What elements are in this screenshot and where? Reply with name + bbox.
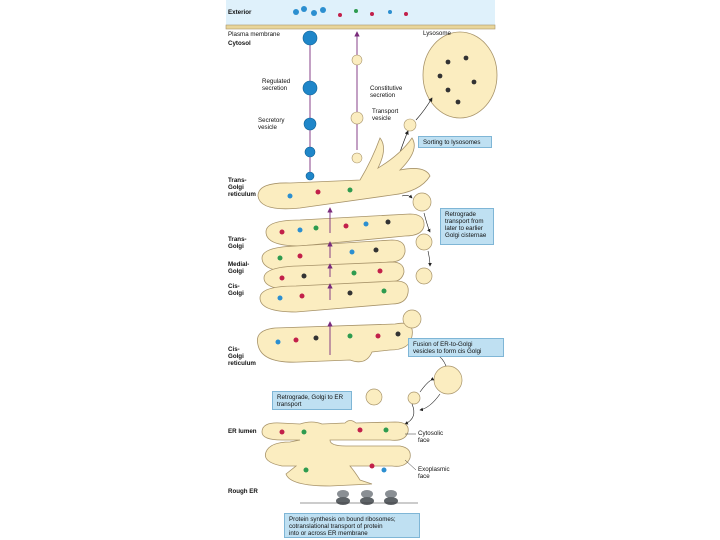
lysosome-cargo: [437, 55, 477, 105]
cis-golgi-cisterna: [259, 280, 409, 313]
lysosome-label: Lysosome: [423, 30, 451, 37]
retrograde-golgi-vesicles: [401, 192, 433, 329]
transport-vesicle: [351, 54, 363, 66]
blue-secretory-vesicle: [302, 30, 318, 46]
transport-vesicle: [350, 111, 364, 125]
regulated-secretion-path: [302, 30, 318, 181]
protein-synthesis-box: Protein synthesis on bound ribosomes;cot…: [284, 513, 420, 538]
lysosome: [422, 31, 498, 119]
trans-golgi-cisterna: [265, 213, 425, 247]
cis-golgi-reticulum: [256, 322, 413, 363]
bound-ribosomes: [300, 490, 418, 505]
transport-vesicle: [351, 152, 363, 164]
blue-secretory-vesicle: [302, 80, 318, 96]
er-cargo: [279, 427, 389, 473]
constitutive-secretion-path: [350, 31, 364, 164]
sorting-to-lysosomes-box: Sorting to lysosomes: [418, 136, 492, 148]
blue-secretory-vesicle: [304, 146, 316, 158]
er-golgi-vesicle-cycle: [365, 348, 463, 425]
cis-golgi-label: Cis-Golgi: [228, 283, 244, 297]
medial-golgi-label: Medial-Golgi: [228, 261, 250, 275]
er-lumen-label: ER lumen: [228, 428, 257, 435]
exterior-cargo: [293, 6, 408, 17]
plasma-membrane-label: Plasma membrane: [228, 31, 280, 38]
golgi-cargo: [275, 187, 401, 345]
rough-er: [261, 420, 411, 487]
lysosome-transport-vesicle: [403, 118, 417, 132]
plasma-membrane: [225, 24, 496, 30]
blue-secretory-vesicle: [305, 171, 315, 181]
rough-er-label: Rough ER: [228, 488, 258, 495]
cytosol-label: Cytosol: [228, 40, 251, 47]
exterior-region: [226, 0, 495, 25]
label-leaders: [404, 433, 417, 471]
trans-golgi-label: Trans-Golgi: [228, 236, 247, 250]
blue-secretory-vesicle: [303, 117, 317, 131]
exterior-label: Exterior: [228, 9, 252, 16]
trans-golgi-reticulum: [257, 137, 431, 210]
